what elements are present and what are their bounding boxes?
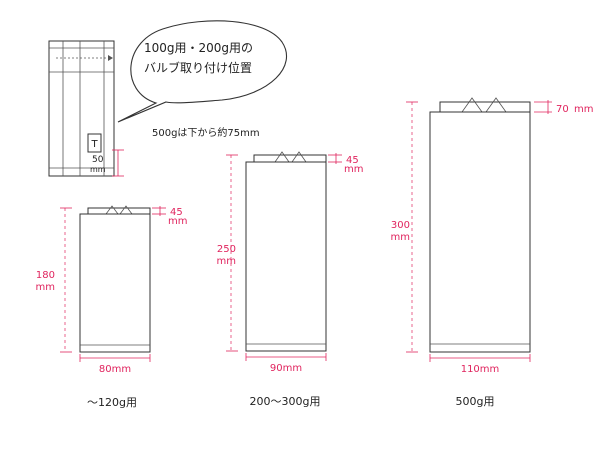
bag-small-gusset-right: [119, 205, 133, 215]
bag-medium-height-unit: mm: [217, 256, 236, 267]
bag-small-body: [79, 213, 151, 353]
bag-small-height-value: 180: [36, 270, 55, 281]
bag-medium-top-flap: [253, 154, 327, 163]
note-500g: 500gは下から約75mm: [152, 126, 260, 139]
callout-bubble: 100g用・200g用の バルブ取り付け位置: [117, 20, 288, 123]
bag-small-seal-value: 45: [170, 207, 183, 218]
bag-small-seal-unit: mm: [168, 216, 187, 227]
callout-bubble-shape: [117, 20, 288, 123]
bag-medium-seal-value: 45: [346, 155, 359, 166]
bag-medium: 250 mm 90mm 45 mm 200〜300g用: [217, 151, 363, 408]
valve-offset-value: 50: [92, 155, 104, 165]
bag-large-gusset-right: [485, 97, 507, 113]
valve-offset-unit: mm: [90, 165, 106, 174]
bag-small-top-flap: [87, 207, 151, 215]
bag-large-height-value: 300: [391, 220, 410, 231]
bag-large-seal-value: 70: [556, 104, 569, 115]
callout-line-1: 100g用・200g用の: [144, 41, 253, 55]
bag-medium-caption: 200〜300g用: [250, 395, 321, 408]
bag-small-gusset-left: [105, 205, 119, 215]
callout-line-2: バルブ取り付け位置: [144, 60, 252, 75]
bag-large-seal-unit: mm: [574, 104, 593, 115]
bag-large-height-unit: mm: [391, 232, 410, 243]
bag-small-height-unit: mm: [36, 282, 55, 293]
bag-medium-seal-unit: mm: [344, 164, 363, 175]
bag-large: 300 mm 110mm 70 mm 500g用: [391, 97, 593, 408]
bag-medium-height-value: 250: [217, 244, 236, 255]
bag-small: 180 mm 80mm 45 mm 〜120g用: [36, 205, 187, 409]
bag-large-body: [429, 111, 531, 353]
bag-large-caption: 500g用: [456, 395, 495, 408]
bag-small-width-label: 80mm: [99, 364, 131, 375]
bag-medium-width-label: 90mm: [270, 363, 302, 374]
bag-large-top-flap: [439, 101, 531, 113]
valve-bag-outline: [48, 40, 115, 177]
bag-medium-gusset-left: [274, 151, 290, 163]
valve-detail-bag: T 50 mm: [48, 40, 124, 177]
bag-large-width-label: 110mm: [461, 364, 500, 375]
valve-icon: [87, 133, 102, 153]
valve-bag-arrow-icon: [108, 55, 113, 61]
valve-mark: T: [90, 139, 98, 150]
bag-large-gusset-left: [461, 97, 483, 113]
bag-medium-gusset-right: [291, 151, 307, 163]
bag-medium-body: [245, 161, 327, 352]
bag-small-caption: 〜120g用: [87, 396, 137, 409]
